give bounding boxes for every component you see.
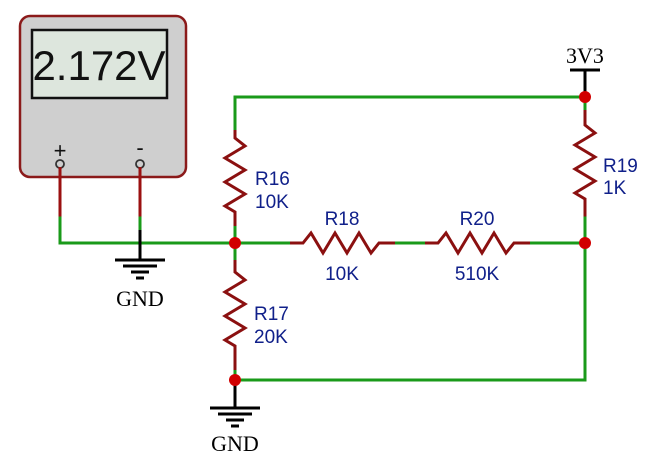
wire-right-bottom bbox=[233, 224, 587, 382]
r17-value: 20K bbox=[254, 327, 288, 348]
r18-ref: R18 bbox=[325, 209, 360, 230]
ground-label-bottom: GND bbox=[211, 431, 259, 456]
junction-dot-top-right bbox=[579, 91, 591, 103]
power-label: 3V3 bbox=[566, 43, 604, 68]
r20-ref: R20 bbox=[460, 209, 495, 230]
wire-top bbox=[233, 95, 587, 132]
r19-ref: R19 bbox=[603, 156, 638, 177]
plus-terminal[interactable] bbox=[55, 159, 65, 169]
voltmeter-reading: 2.172V bbox=[32, 42, 165, 89]
plus-terminal-label: + bbox=[54, 138, 67, 163]
resistor-r17[interactable]: R17 20K bbox=[222, 260, 289, 370]
minus-terminal[interactable] bbox=[135, 159, 145, 169]
junctions bbox=[229, 91, 591, 386]
ground-symbol-bottom: GND bbox=[210, 380, 260, 456]
junction-dot-center bbox=[229, 237, 241, 249]
resistor-r20[interactable]: R20 510K bbox=[425, 209, 530, 285]
voltmeter[interactable]: 2.172V + - bbox=[18, 14, 188, 179]
ground-symbol-left: GND bbox=[115, 230, 165, 311]
voltmeter-display bbox=[30, 28, 169, 100]
r19-value: 1K bbox=[603, 178, 627, 199]
junction-dot-right bbox=[579, 237, 591, 249]
power-3v3: 3V3 bbox=[566, 43, 604, 97]
ground-label-left: GND bbox=[116, 286, 164, 311]
wire-left-node bbox=[58, 216, 237, 245]
probe-leads bbox=[58, 167, 142, 218]
resistor-r18[interactable]: R18 10K bbox=[290, 209, 395, 285]
r16-ref: R16 bbox=[255, 169, 290, 190]
r20-value: 510K bbox=[455, 264, 500, 285]
r17-ref: R17 bbox=[254, 304, 289, 325]
r16-value: 10K bbox=[255, 192, 289, 213]
minus-terminal-label: - bbox=[136, 135, 143, 160]
resistor-r19[interactable]: R19 1K bbox=[572, 110, 638, 218]
junction-dot-bottom bbox=[229, 374, 241, 386]
resistor-r16[interactable]: R16 10K bbox=[222, 130, 290, 226]
r18-value: 10K bbox=[325, 264, 359, 285]
